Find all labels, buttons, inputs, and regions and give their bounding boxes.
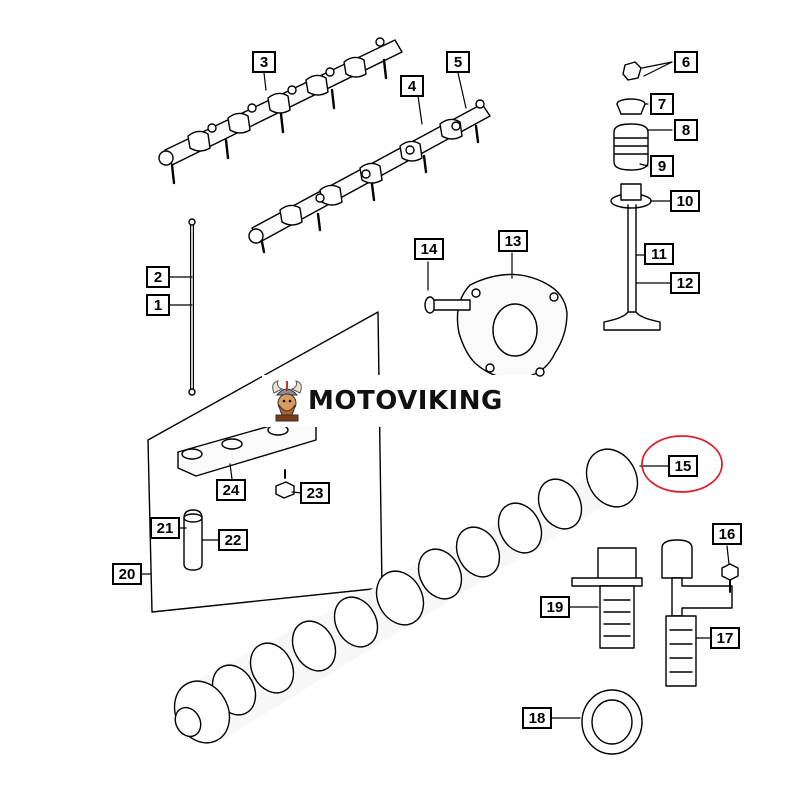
viking-mascot-icon: [272, 380, 302, 422]
cover-plate: [456, 273, 568, 380]
part-label-23: 23: [300, 482, 330, 504]
part-label-22: 22: [218, 529, 248, 551]
part-label-24: 24: [216, 479, 246, 501]
part-label-12: 12: [670, 272, 700, 294]
part-label-11: 11: [644, 243, 674, 265]
part-label-20: 20: [112, 563, 142, 585]
part-label-15: 15: [668, 455, 698, 477]
oil-control-valve-right: [661, 539, 733, 687]
oil-control-valve-left: [571, 547, 643, 649]
brand-watermark: MOTOVIKING: [262, 375, 536, 427]
part-label-7: 7: [650, 93, 674, 115]
part-label-1: 1: [146, 294, 170, 316]
part-label-6: 6: [674, 51, 698, 73]
part-label-8: 8: [674, 119, 698, 141]
cover-bolt: [424, 296, 471, 314]
part-label-5: 5: [446, 51, 470, 73]
lifter: [183, 509, 203, 571]
rocker-arm-assembly-lower: [248, 99, 491, 254]
part-label-9: 9: [650, 155, 674, 177]
part-label-17: 17: [710, 627, 740, 649]
part-label-3: 3: [252, 51, 276, 73]
push-rod: [188, 218, 196, 396]
part-label-14: 14: [414, 238, 444, 260]
rocker-arm-assembly-upper: [158, 37, 403, 185]
leader-lines: [139, 61, 730, 719]
part-label-19: 19: [540, 596, 570, 618]
guide-bolt: [275, 469, 295, 499]
cam-seal: [581, 689, 643, 755]
part-label-4: 4: [400, 75, 424, 97]
part-label-21: 21: [150, 517, 180, 539]
part-label-2: 2: [146, 266, 170, 288]
part-label-16: 16: [712, 523, 742, 545]
part-label-13: 13: [498, 230, 528, 252]
highlight-ring: [641, 435, 723, 493]
camshaft: [173, 448, 640, 744]
valve-assembly: [603, 61, 661, 331]
solenoid-bolt: [721, 563, 739, 593]
part-label-18: 18: [522, 707, 552, 729]
brand-name: MOTOVIKING: [308, 386, 503, 416]
part-label-10: 10: [670, 190, 700, 212]
